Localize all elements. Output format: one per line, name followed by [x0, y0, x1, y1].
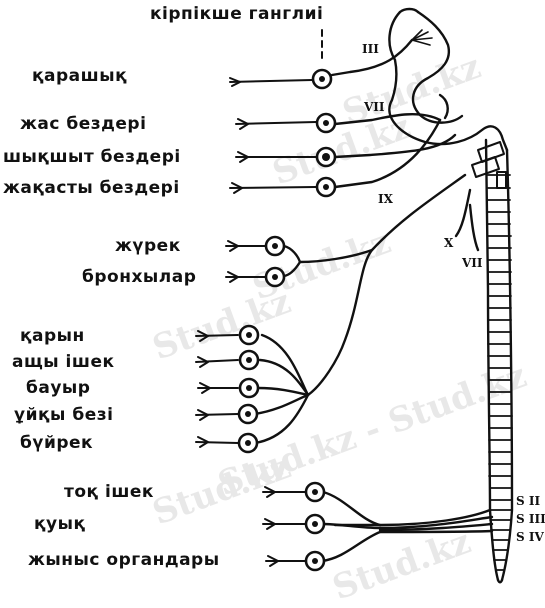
organ-label-pancreas: ұйқы безі — [14, 405, 114, 425]
sacral-branch-genital — [320, 530, 382, 563]
nerve-VII-upper — [333, 113, 442, 126]
nerve-label-III: III — [362, 42, 379, 56]
organ-label-kidney: бүйрек — [20, 433, 94, 453]
vagus-branch-kidney — [253, 393, 310, 445]
organ-label-bronchi: бронхылар — [82, 267, 197, 287]
brainstem-tract — [471, 156, 500, 178]
organ-label-genital-organs: жыныс органдары — [28, 550, 220, 570]
sacral-label-S2: S II — [516, 494, 541, 508]
sacral-nerve — [378, 529, 494, 534]
sacral-label-S4: S IV — [516, 530, 544, 544]
vagus-branch-intestine — [258, 358, 310, 397]
nerve-VII-lower-tick — [468, 203, 480, 252]
organ-label-parotid-glands: шықшыт бездері — [3, 147, 181, 167]
organ-label-heart: жүрек — [115, 236, 181, 256]
medulla-box — [496, 171, 507, 189]
organ-label-pupil: қарашық — [32, 66, 128, 86]
organ-label-small-intestine: ащы ішек — [12, 352, 115, 372]
oculomotor-fan — [411, 29, 433, 46]
brain-inner-detail — [438, 93, 449, 120]
nerve-X-lower — [454, 188, 472, 238]
nerve-label-VII-lower: VII — [462, 256, 483, 270]
organ-arrows — [195, 77, 317, 567]
spinal-cord-outline-left — [484, 138, 500, 582]
vagus-branch-bronchi — [282, 260, 302, 278]
organ-label-bladder: қуық — [34, 514, 86, 534]
brain-inner-outline — [411, 10, 464, 124]
sacral-nerve — [378, 522, 494, 532]
nerve-label-IX: IX — [378, 192, 393, 206]
brainstem-tract — [477, 141, 505, 163]
spinal-cord-tip — [496, 578, 504, 584]
nerve-VII-branch — [333, 118, 442, 189]
spinal-cord-outline-right — [500, 148, 514, 582]
sacral-nerve — [378, 515, 494, 530]
organ-label-stomach: қарын — [20, 326, 85, 346]
nerve-IX — [333, 133, 457, 159]
brain-outline — [388, 10, 509, 152]
nerve-X — [306, 173, 467, 397]
organ-label-colon: тоқ ішек — [64, 482, 154, 502]
organ-label-liver: бауыр — [26, 378, 91, 398]
sacral-branch-bladder — [320, 522, 382, 530]
spinal-segments — [487, 174, 513, 571]
vagus-branch-liver — [256, 386, 310, 397]
brain-top-curve — [398, 7, 420, 14]
nerve-label-X: X — [444, 236, 454, 250]
organ-label-submandibular-glands: жақасты бездері — [3, 178, 180, 198]
nerve-label-VII: VII — [364, 100, 385, 114]
sacral-branch-colon — [321, 490, 382, 527]
ganglia — [237, 68, 337, 572]
vagus-branch-pancreas — [253, 393, 310, 416]
organ-label-lacrimal-glands: жас бездері — [20, 114, 147, 134]
sacral-nerve — [333, 508, 492, 527]
nerve-III — [330, 38, 414, 77]
nerve-X-heart-branch — [298, 248, 374, 264]
sacral-label-S3: S III — [516, 512, 545, 526]
ciliary-ganglion-label: кірпікше ганглиі — [150, 4, 324, 24]
